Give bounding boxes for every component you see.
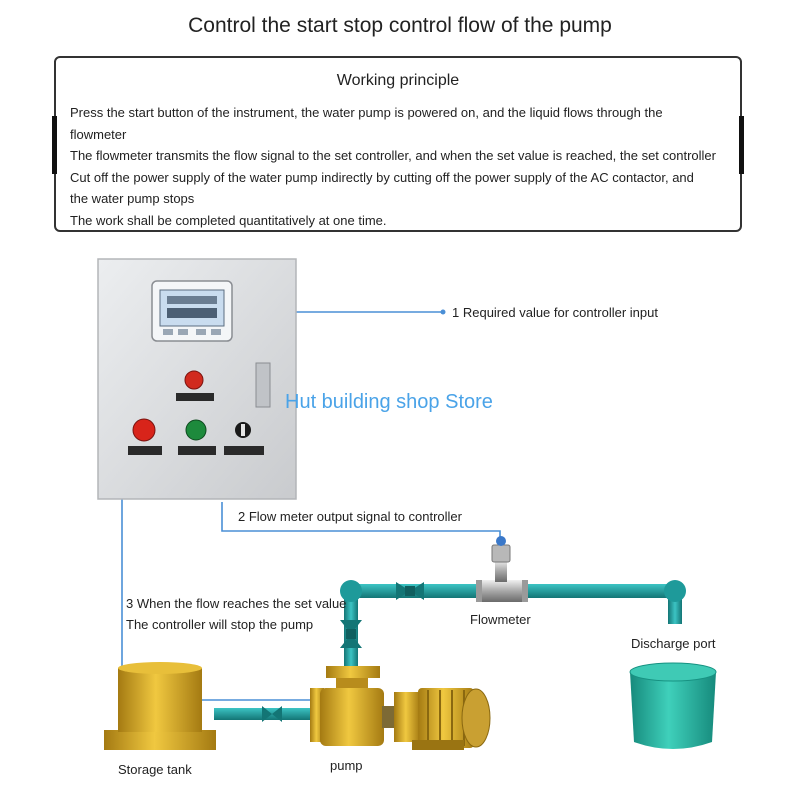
storage-tank [104,662,216,750]
principle-line: flowmeter [70,126,127,142]
principle-line: the water pump stops [70,191,195,206]
discharge-port-label: Discharge port [631,636,716,651]
flowmeter-device [476,536,528,602]
principle-line: The flowmeter transmits the flow signal … [70,148,716,163]
discharge-port [629,662,717,749]
principle-heading: Working principle [336,72,460,89]
flowmeter-label: Flowmeter [470,612,531,627]
run-indicator-tag [178,446,216,455]
store-watermark: Hut building shop Store [285,391,493,413]
principle-line: The work shall be completed quantitative… [70,212,387,228]
principle-line: Cut off the power supply of the water pu… [70,169,694,185]
valve-icon [340,620,362,648]
pipe-elbow [340,580,362,602]
step3-label-line2: The controller will stop the pump [126,617,314,632]
step3-label-line1: 3 When the flow reaches the set value [126,596,347,611]
pump-label: pump [330,758,363,773]
principle-text: Press the start button of the instrument… [70,102,740,231]
emergency-stop-button [132,418,156,442]
pump-device [310,666,491,750]
valve-icon [396,582,424,600]
storage-tank-label: Storage tank [118,762,192,777]
panel-window [255,362,271,408]
emergency-stop-tag [128,446,162,455]
power-indicator-tag [176,393,214,401]
box-right-marker [739,116,744,174]
run-indicator-lamp [185,419,207,441]
principle-line: Press the start button of the instrument… [70,105,663,120]
box-left-marker [52,116,57,174]
signal-line-1-dot [440,309,446,315]
working-principle-box: Working principle Press the start button… [52,56,744,232]
valve-icon [262,706,282,722]
step2-label: 2 Flow meter output signal to controller [238,509,462,524]
control-cabinet [97,258,297,500]
step1-label: 1 Required value for controller input [452,305,658,320]
power-indicator-lamp [184,370,204,390]
controller-display [151,280,233,342]
pipe-elbow [664,580,686,602]
mode-selector-tag [224,446,264,455]
page-title: Control the start stop control flow of t… [188,14,612,37]
